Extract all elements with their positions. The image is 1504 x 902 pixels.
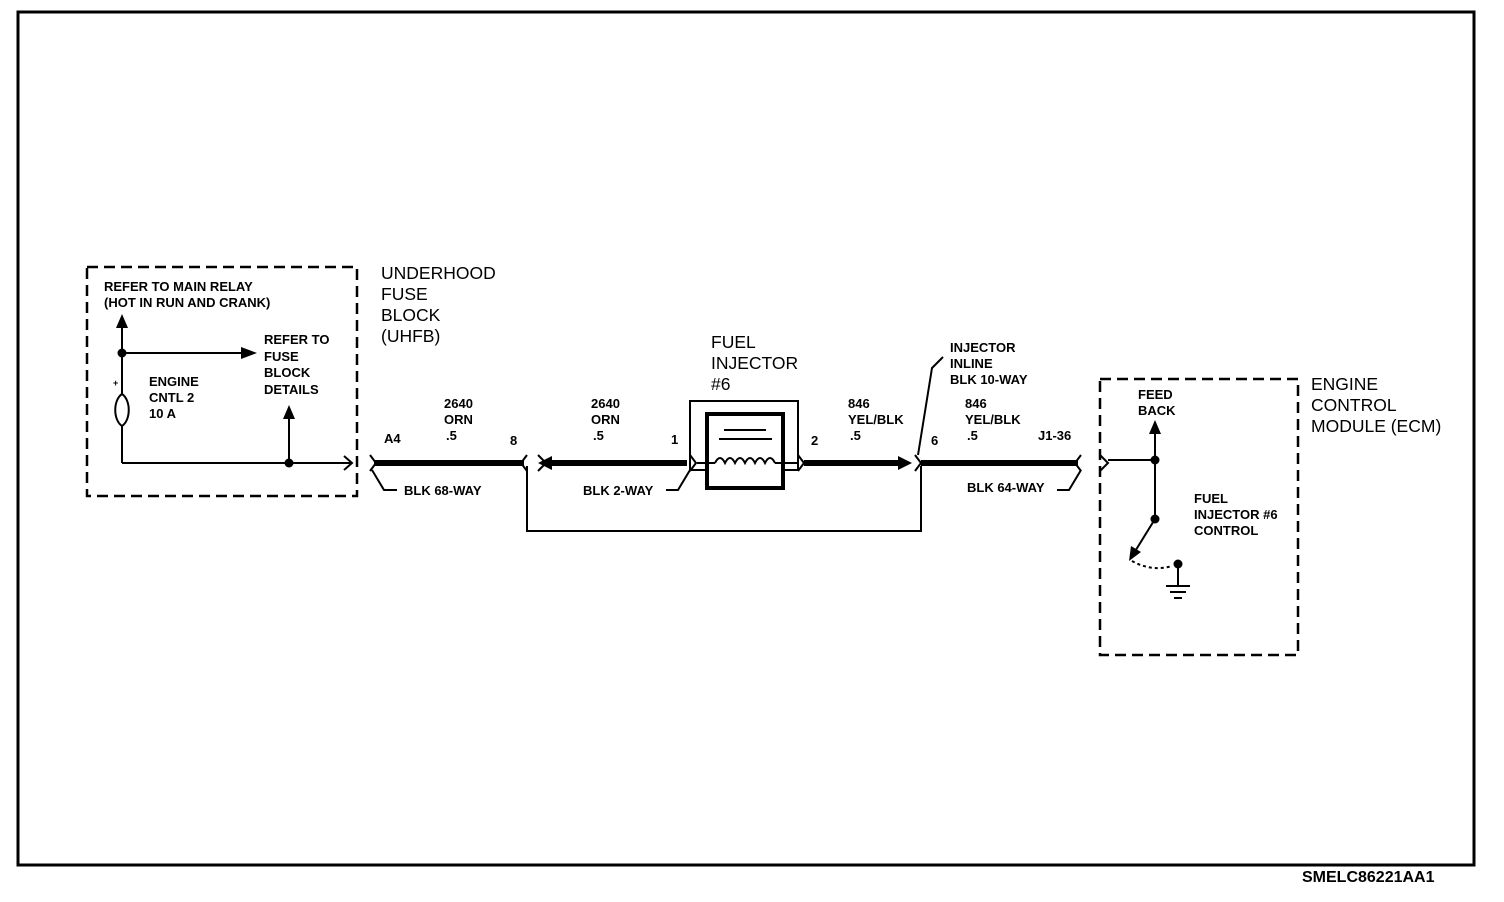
wire-color-label: YEL/BLK (965, 412, 1021, 427)
block-label: BLOCK (264, 365, 311, 380)
fuel-injector-control-label-3: CONTROL (1194, 523, 1258, 538)
switch-arm-icon (1133, 518, 1156, 554)
right-arrow-icon (241, 347, 257, 359)
fuse-name2-label: CNTL 2 (149, 390, 194, 405)
up-arrow-icon (1149, 420, 1161, 434)
solenoid-coil-icon (714, 457, 776, 466)
wire-size-label: .5 (967, 428, 978, 443)
wire-circuit-label: 846 (848, 396, 870, 411)
wire-circuit-label: 2640 (444, 396, 473, 411)
blk-2-way-label: BLK 2-WAY (583, 483, 654, 498)
fuel-injector-icon (705, 412, 785, 490)
up-arrow-icon (283, 405, 295, 419)
fuel-injector-label-2: INJECTOR (711, 353, 798, 373)
wire-circuit-label: 2640 (591, 396, 620, 411)
wire-size-label: .5 (446, 428, 457, 443)
injector-inline-label-2: INLINE (950, 356, 993, 371)
feed-back-label-2: BACK (1138, 403, 1176, 418)
injector-inline-label: INJECTOR (950, 340, 1016, 355)
ecm-box (1098, 377, 1300, 657)
svg-text:+: + (113, 378, 118, 388)
fuse-label: FUSE (264, 349, 299, 364)
wire-circuit-label: 846 (965, 396, 987, 411)
wire-color-label: ORN (591, 412, 620, 427)
uhfb-label-2: FUSE (381, 284, 428, 304)
connector-chevron (343, 455, 354, 471)
injector-inline-label-3: BLK 10-WAY (950, 372, 1028, 387)
pin-1-label: 1 (671, 432, 678, 447)
uhfb-label-4: (UHFB) (381, 326, 440, 346)
wire-size-label: .5 (850, 428, 861, 443)
details-label: DETAILS (264, 382, 319, 397)
wire-color-label: YEL/BLK (848, 412, 904, 427)
connector-shell-bracket (526, 466, 922, 532)
hot-in-run-label: (HOT IN RUN AND CRANK) (104, 295, 270, 310)
refer-main-relay-label: REFER TO MAIN RELAY (104, 279, 253, 294)
pin-a4-label: A4 (384, 431, 401, 446)
fuel-injector-control-label: FUEL (1194, 491, 1228, 506)
uhfb-label-3: BLOCK (381, 305, 441, 325)
ecm-label-3: MODULE (ECM) (1311, 416, 1441, 436)
refer-to-label: REFER TO (264, 332, 330, 347)
pin-6-label: 6 (931, 433, 938, 448)
fuel-injector-label: FUEL (711, 332, 756, 352)
fuel-injector-control-label-2: INJECTOR #6 (1194, 507, 1278, 522)
figure-id: SMELC86221AA1 (1302, 869, 1435, 886)
pin-8-label: 8 (510, 433, 517, 448)
fuel-injector-label-3: #6 (711, 374, 730, 394)
uhfb-label: UNDERHOOD (381, 263, 496, 283)
diagram-frame (16, 10, 1476, 867)
pin-j1-36-label: J1-36 (1038, 428, 1071, 443)
blk-64-way-label: BLK 64-WAY (967, 480, 1045, 495)
feed-back-label: FEED (1138, 387, 1173, 402)
blk-68-way-label: BLK 68-WAY (404, 483, 482, 498)
fuse-rating-label: 10 A (149, 406, 177, 421)
fuse-name-label: ENGINE (149, 374, 199, 389)
fuse-icon (114, 393, 130, 428)
wire-size-label: .5 (593, 428, 604, 443)
fuse-detail-box (85, 265, 359, 498)
ecm-label: ENGINE (1311, 374, 1378, 394)
wire-color-label: ORN (444, 412, 473, 427)
up-arrow-icon (116, 314, 128, 328)
pin-2-label: 2 (811, 433, 818, 448)
ground-icon (1166, 585, 1190, 599)
ecm-label-2: CONTROL (1311, 395, 1397, 415)
